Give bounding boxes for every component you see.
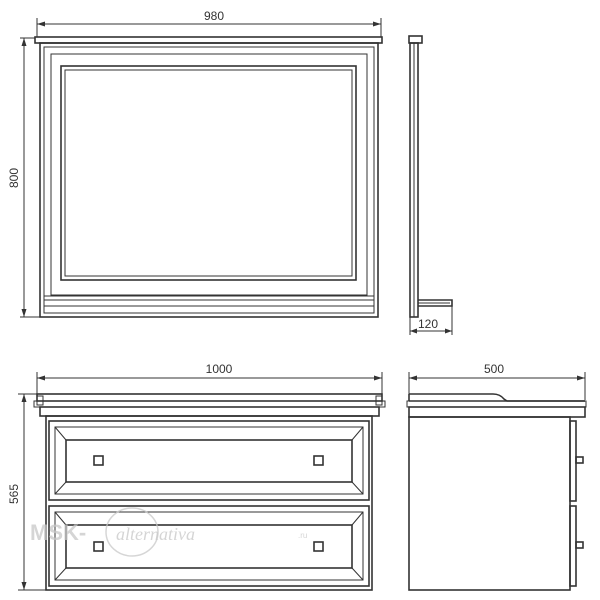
cabinet-depth-label: 500 [484, 362, 504, 376]
cabinet-side-view: 500 [406, 362, 587, 591]
mirror-depth-label: 120 [418, 317, 438, 331]
cabinet-height-label: 565 [7, 484, 21, 504]
cabinet-depth-dimension: 500 [408, 362, 586, 400]
drawer-handle-icon [313, 541, 324, 552]
cabinet-height-dimension: 565 [7, 393, 46, 591]
drawer-handle-icon [93, 541, 104, 552]
mirror-side-view: 120 [408, 35, 453, 335]
cabinet-width-dimension: 1000 [36, 362, 383, 398]
drawer-handle-icon [313, 455, 324, 466]
drawer-handle-icon [93, 455, 104, 466]
watermark-logo: MSK- alternativa .ru [30, 507, 307, 557]
drawer-knob-icon [575, 541, 584, 549]
watermark-text-suffix: .ru [298, 531, 307, 540]
mirror-height-label: 800 [7, 168, 21, 188]
mirror-width-label: 980 [204, 9, 224, 23]
mirror-width-dimension: 980 [36, 9, 382, 40]
mirror-height-dimension: 800 [7, 37, 40, 318]
mirror-depth-dimension: 120 [409, 306, 453, 335]
watermark-text-left: MSK- [30, 520, 86, 545]
watermark-text-script: alternativa [116, 524, 195, 544]
mirror-front-view: 980 800 [7, 9, 383, 318]
drawer-knob-icon [575, 456, 584, 464]
cabinet-width-label: 1000 [206, 362, 233, 376]
cabinet-front-view: 1000 565 [7, 362, 386, 591]
